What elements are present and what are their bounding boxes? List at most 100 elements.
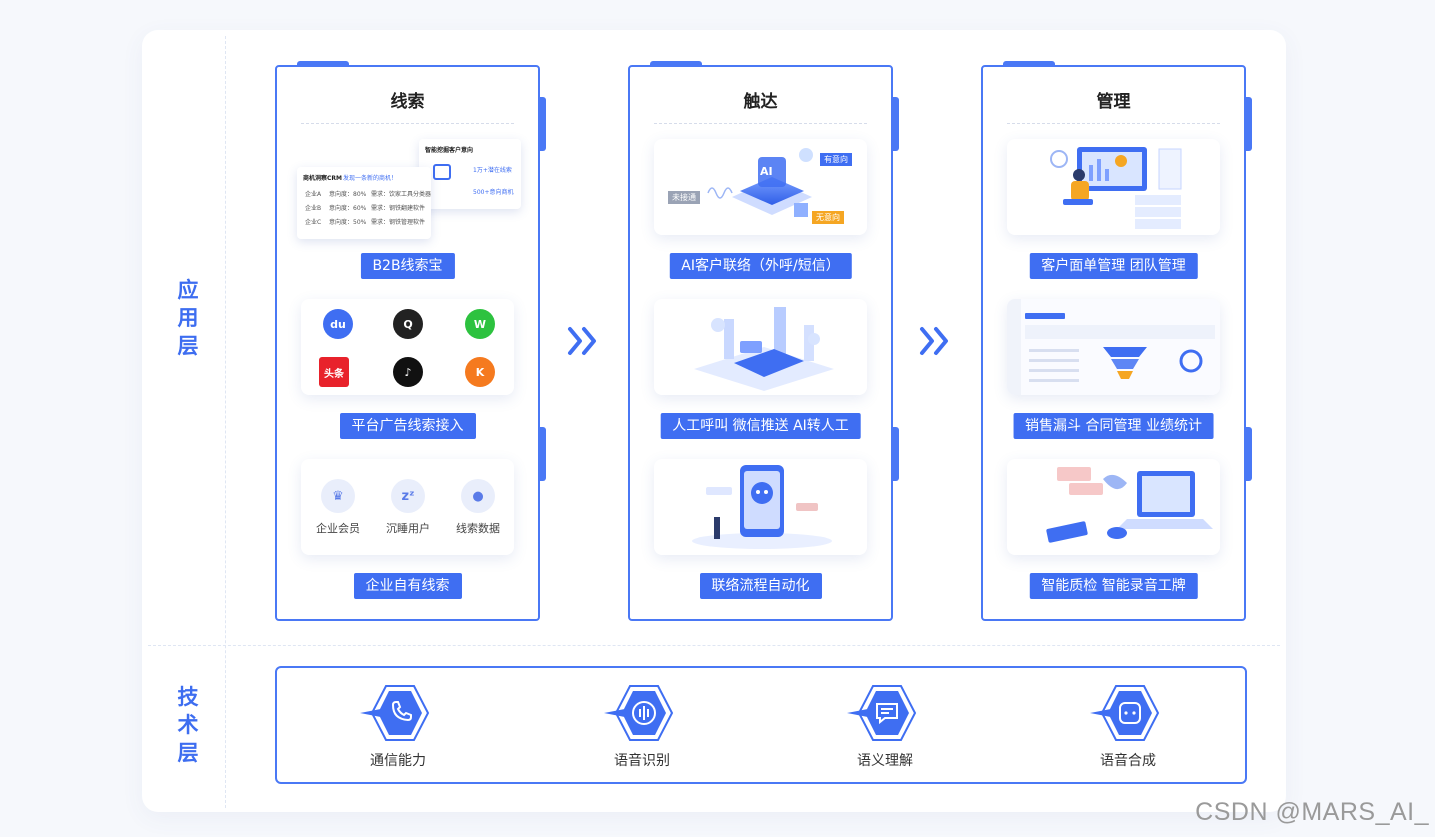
b2b-illustration: 智能挖掘客户意向 1万+潜在线索 500+意向商机 商机洞察CRM 发现一条新的… xyxy=(295,139,523,245)
phone-robot-illustration xyxy=(692,465,832,549)
tech-item-speech-recognition: 语音识别 xyxy=(577,682,707,770)
mini-card-sub: 发现一条新的商机！ xyxy=(343,175,398,182)
ai-contact-tag: AI客户联络（外呼/短信） xyxy=(669,253,852,279)
tech-item-label: 语音识别 xyxy=(614,753,670,769)
crm-cell: 企业A xyxy=(305,191,322,198)
dormant-user-item: zᶻ 沉睡用户 xyxy=(373,479,443,536)
laptop-illustration xyxy=(1046,467,1213,543)
panel-tab xyxy=(650,61,702,67)
title-divider xyxy=(301,123,514,124)
panel-title: 线索 xyxy=(390,92,425,112)
double-chevron-right-icon xyxy=(920,327,948,355)
tech-item-label: 语音合成 xyxy=(1100,753,1156,769)
panel-tab xyxy=(893,427,899,481)
toutiao-icon: 头条 xyxy=(319,357,349,387)
platform-ads-tag: 平台广告线索接入 xyxy=(339,413,476,439)
horizontal-divider xyxy=(148,645,1280,646)
crm-cell: 意向度：80% xyxy=(329,191,367,198)
tech-item-label: 通信能力 xyxy=(370,753,426,769)
title-divider xyxy=(654,123,867,124)
message-hex-icon xyxy=(1090,685,1160,741)
panel-tab xyxy=(893,97,899,151)
platforms-card: du Q W 头条 ♪ K xyxy=(301,299,514,395)
lead-data-item: ● 线索数据 xyxy=(443,479,513,536)
crm-cell: 意向度：50% xyxy=(329,219,367,226)
sales-funnel-tag: 销售漏斗 合同管理 业绩统计 xyxy=(1013,413,1214,439)
tech-layer-char: 技 xyxy=(177,685,199,709)
tech-item-communication: 通信能力 xyxy=(333,682,463,770)
enterprise-member-item: ♛ 企业会员 xyxy=(303,479,373,536)
mini-card-title: 商机洞察CRM xyxy=(303,175,342,182)
baidu-icon: du xyxy=(323,309,353,339)
panel-tab xyxy=(1246,427,1252,481)
tech-layer-char: 层 xyxy=(177,741,199,765)
crm-mini-card: 商机洞察CRM 发现一条新的商机！ 企业A 意向度：80% 需求：饮家工具分类器… xyxy=(297,167,431,239)
tech-layer-char: 术 xyxy=(177,713,199,737)
mini-card-line: 500+意向商机 xyxy=(473,189,514,196)
flow-automation-tag: 联络流程自动化 xyxy=(699,573,822,599)
mini-card-title: 智能挖掘客户意向 xyxy=(425,147,474,154)
crm-cell: 企业C xyxy=(305,219,322,226)
quality-check-tag: 智能质检 智能录音工牌 xyxy=(1029,573,1198,599)
app-layer-char: 应 xyxy=(177,278,199,302)
b2b-tag: B2B线索宝 xyxy=(360,253,455,279)
watermark: CSDN @MARS_AI_ xyxy=(1195,798,1429,826)
qq-icon: Q xyxy=(393,309,423,339)
city-phone-illustration xyxy=(694,307,834,391)
voice-hex-icon xyxy=(604,685,674,741)
own-leads-card: ♛ 企业会员 zᶻ 沉睡用户 ● 线索数据 xyxy=(301,459,514,555)
mini-card-line: 1万+潜在线索 xyxy=(473,167,512,174)
double-chevron-right-icon xyxy=(568,327,596,355)
sleep-icon: zᶻ xyxy=(391,479,425,513)
panel-tab xyxy=(1003,61,1055,67)
flow-automation-card xyxy=(654,459,867,555)
ai-contact-card: AI 未接通 有意向 无意向 xyxy=(654,139,867,235)
customer-management-tag: 客户面单管理 团队管理 xyxy=(1029,253,1198,279)
crm-cell: 企业B xyxy=(305,205,322,212)
tech-layer-label: 技 术 层 xyxy=(168,683,208,767)
app-layer-char: 用 xyxy=(177,306,199,330)
tech-layer-box: 通信能力 语音识别 语义理解 语音合成 xyxy=(275,666,1247,784)
leads-panel: 线索 智能挖掘客户意向 1万+潜在线索 500+意向商机 商机洞察CRM 发现一… xyxy=(275,61,546,621)
crm-cell: 需求：钢铁管理软件 xyxy=(371,219,426,226)
tech-item-speech-synthesis: 语音合成 xyxy=(1063,682,1193,770)
customer-management-card xyxy=(1007,139,1220,235)
panel-tab xyxy=(1246,97,1252,151)
reach-panel: 触达 AI 未接通 有意向 无意向 AI客户联络（外呼/短信） 人工呼叫 微 xyxy=(628,61,899,621)
title-divider xyxy=(1007,123,1220,124)
crm-cell: 需求：钢铁翻建软件 xyxy=(371,205,426,212)
phone-hex-icon xyxy=(360,685,430,741)
quality-check-card xyxy=(1007,459,1220,555)
panel-tab xyxy=(540,427,546,481)
panel-tab xyxy=(540,97,546,151)
ai-chip-illustration xyxy=(707,148,813,217)
dashboard-screenshot xyxy=(1007,299,1220,395)
unconnected-badge: 未接通 xyxy=(668,191,700,204)
app-layer-char: 层 xyxy=(177,334,199,358)
crm-cell: 意向度：60% xyxy=(329,205,367,212)
intent-badge: 有意向 xyxy=(820,153,852,166)
tiktok-icon: ♪ xyxy=(393,357,423,387)
vertical-divider xyxy=(225,36,226,808)
no-intent-badge: 无意向 xyxy=(812,211,844,224)
own-lead-label: 企业会员 xyxy=(316,522,360,535)
own-lead-label: 线索数据 xyxy=(456,522,500,535)
wechat-icon: W xyxy=(465,309,495,339)
management-panel: 管理 客户面单管理 团队管理 销售漏斗 合同管理 业 xyxy=(981,61,1252,621)
ai-chip-label: AI xyxy=(760,165,773,178)
panel-title: 触达 xyxy=(743,92,778,112)
crm-cell: 需求：饮家工具分类器 xyxy=(371,191,432,198)
crown-icon: ♛ xyxy=(321,479,355,513)
manual-call-tag: 人工呼叫 微信推送 AI转人工 xyxy=(660,413,861,439)
tech-item-label: 语义理解 xyxy=(857,753,913,769)
kuaishou-icon: K xyxy=(465,357,495,387)
sales-funnel-card xyxy=(1007,299,1220,395)
app-layer-label: 应 用 层 xyxy=(168,276,208,360)
own-lead-label: 沉睡用户 xyxy=(386,522,430,535)
panel-title: 管理 xyxy=(1096,92,1131,112)
chat-hex-icon xyxy=(847,685,917,741)
user-search-icon: ● xyxy=(461,479,495,513)
manual-call-card xyxy=(654,299,867,395)
office-worker-illustration xyxy=(1050,147,1182,229)
panel-tab xyxy=(297,61,349,67)
